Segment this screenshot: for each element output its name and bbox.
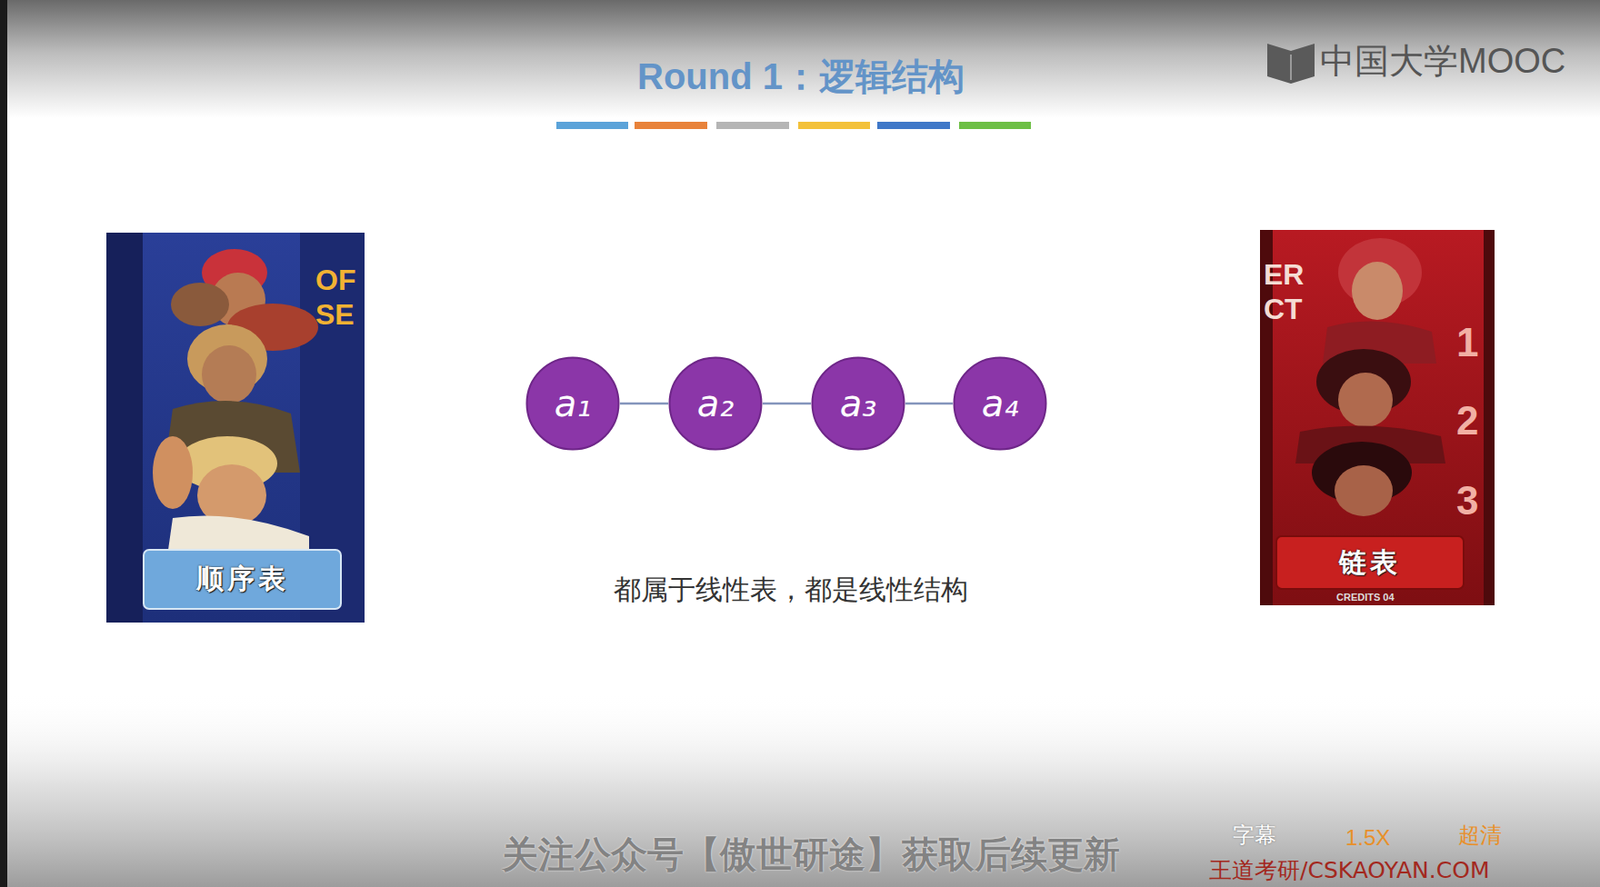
circle-shape bbox=[812, 358, 905, 450]
color-bar bbox=[716, 121, 790, 130]
player-speed: 1.5X bbox=[1345, 825, 1390, 851]
element-circle: a₂ bbox=[668, 356, 763, 451]
illustration-text: CREDITS 04 bbox=[1336, 591, 1395, 604]
illustration-text: SE bbox=[315, 298, 355, 332]
slide-title: Round 1：逻辑结构 bbox=[637, 55, 965, 98]
figure-fist bbox=[170, 282, 230, 327]
circle-shape bbox=[954, 358, 1047, 450]
button-label-box: 顺序表 bbox=[142, 549, 342, 610]
color-bar bbox=[877, 121, 950, 130]
circle-shape bbox=[670, 358, 762, 450]
callout-number: 3 bbox=[1456, 478, 1479, 525]
card-stripe bbox=[1483, 230, 1495, 606]
left-edge-strip bbox=[0, 0, 8, 887]
logo-text: 中国大学MOOC bbox=[1320, 41, 1566, 82]
top-shade bbox=[0, 0, 1600, 119]
element-circle: a₄ bbox=[952, 356, 1048, 451]
watermark-site: 王道考研/CSKAOYAN.COM bbox=[1209, 858, 1490, 885]
element-circle: a₃ bbox=[810, 356, 906, 451]
figure-arm bbox=[152, 436, 193, 510]
callout-number: 1 bbox=[1456, 320, 1479, 367]
illustration-text: OF bbox=[315, 263, 356, 298]
card-illustration bbox=[1260, 230, 1495, 606]
color-bar bbox=[959, 121, 1031, 130]
element-name: a₃ bbox=[840, 382, 878, 425]
logo-icon-fold bbox=[1290, 54, 1292, 80]
figure-head bbox=[1334, 465, 1393, 517]
illustration-text: ER bbox=[1263, 258, 1304, 292]
color-bar bbox=[634, 121, 708, 130]
color-bar bbox=[798, 121, 870, 130]
element-name: a₄ bbox=[981, 382, 1020, 425]
player-button: 字幕 bbox=[1232, 823, 1277, 850]
figure-head bbox=[1338, 372, 1393, 428]
logo-icon bbox=[1267, 43, 1315, 84]
callout-number: 2 bbox=[1456, 398, 1479, 445]
card-illustration bbox=[106, 232, 365, 623]
button-label-box: 链表 bbox=[1275, 535, 1465, 590]
card-stripe bbox=[106, 232, 143, 623]
color-bar bbox=[556, 121, 629, 130]
connector-line bbox=[620, 402, 669, 406]
button-text: 顺序表 bbox=[196, 560, 290, 599]
player-quality: 超清 bbox=[1458, 823, 1502, 850]
connector-line bbox=[762, 402, 811, 406]
circle-shape bbox=[527, 358, 620, 450]
slide-caption: 都属于线性表，都是线性结构 bbox=[613, 574, 969, 607]
button-text: 链表 bbox=[1339, 544, 1401, 582]
player-bar-shade bbox=[0, 690, 1600, 887]
element-name: a₂ bbox=[697, 382, 735, 425]
illustration-text: CT bbox=[1263, 292, 1303, 327]
element-name: a₁ bbox=[554, 382, 592, 425]
watermark: 关注公众号【傲世研途】获取后续更新 bbox=[501, 833, 1120, 876]
figure-head bbox=[201, 345, 257, 404]
connector-line bbox=[905, 402, 953, 406]
figure-head bbox=[1351, 261, 1403, 320]
element-circle: a₁ bbox=[525, 356, 620, 451]
